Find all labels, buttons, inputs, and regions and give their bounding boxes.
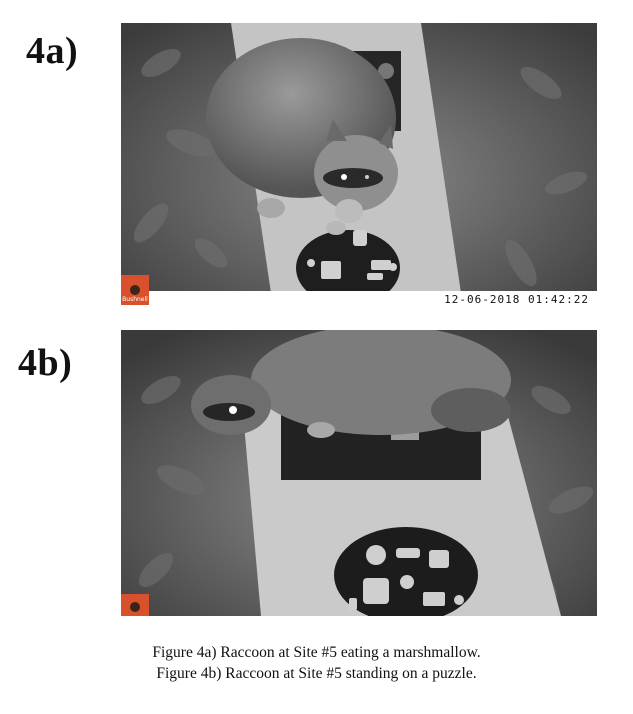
timestamp-bar (121, 291, 597, 307)
bushnell-logo-icon: Bushnell (121, 275, 149, 305)
logo-mark (130, 285, 140, 295)
figure-4a-label: 4a) (26, 30, 79, 72)
logo-mark (130, 602, 140, 612)
trail-camera-photo-4a: 12-06-2018 01:42:22 Bushnell (121, 23, 597, 307)
caption-line-4b: Figure 4b) Raccoon at Site #5 standing o… (156, 665, 477, 682)
bushnell-logo-icon (121, 594, 149, 616)
raccoon-on-puzzle-photo (121, 330, 597, 616)
trail-camera-photo-4b (121, 330, 597, 616)
figure-4b-label: 4b) (18, 342, 73, 384)
brand-text: Bushnell (122, 296, 148, 303)
raccoon-eating-photo (121, 23, 597, 307)
figure-caption: Figure 4a) Raccoon at Site #5 eating a m… (0, 642, 633, 684)
camera-timestamp: 12-06-2018 01:42:22 (444, 293, 589, 306)
caption-line-4a: Figure 4a) Raccoon at Site #5 eating a m… (152, 644, 481, 661)
